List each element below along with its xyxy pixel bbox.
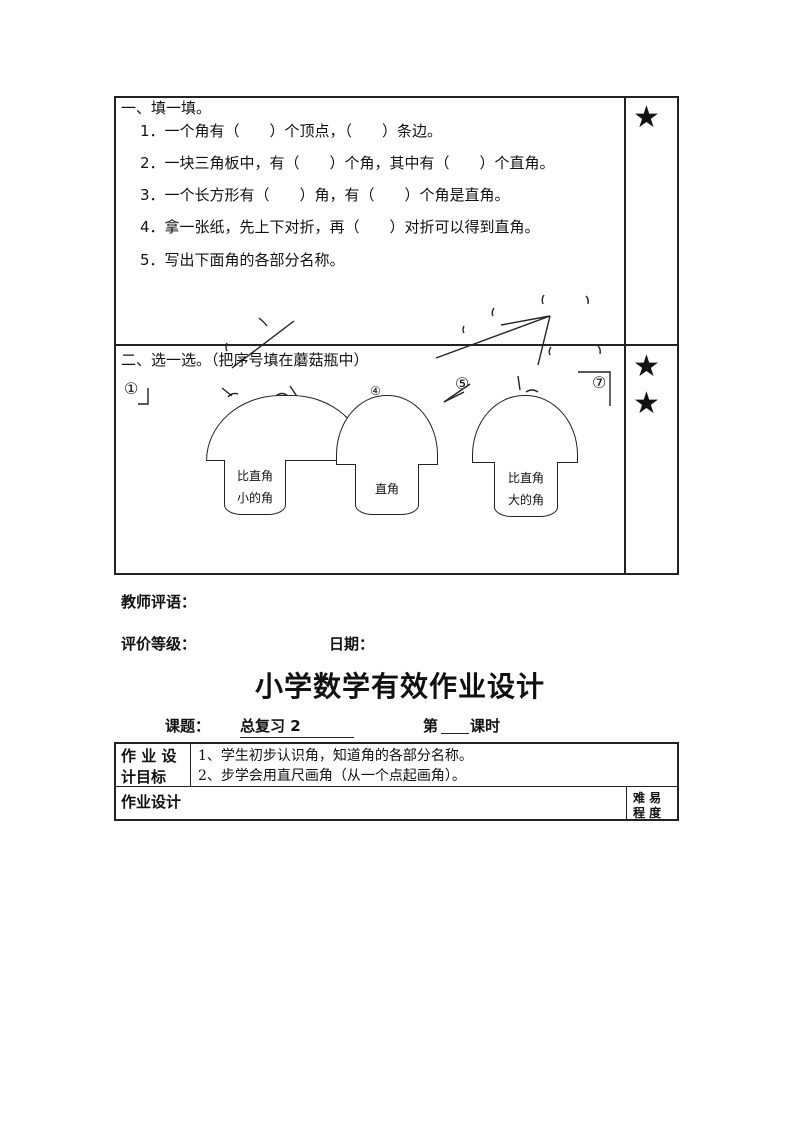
difficulty-star: ★: [633, 386, 660, 421]
mushroom-label-line1: 比直角: [507, 471, 544, 485]
angle-label-4: ④: [370, 384, 381, 398]
mushroom-stem: 比直角 大的角: [494, 462, 558, 517]
question-1: 1．一个角有（ ）个顶点，（ ）条边。: [140, 122, 443, 140]
angle-label-1: ①: [124, 379, 139, 398]
mushroom-stem: 比直角 小的角: [224, 460, 286, 515]
angle-label-5: ⑤: [455, 374, 470, 393]
difficulty-star: ★: [633, 349, 660, 384]
angle-sketches: [138, 371, 611, 406]
question-5: 5．写出下面角的各部分名称。: [140, 251, 345, 269]
grade-label: 评价等级：: [121, 635, 197, 653]
topic-value: 总复习 2: [240, 715, 354, 738]
goal-item-1: 1、学生初步认识角，知道角的各部分名称。: [198, 748, 473, 764]
difficulty-label-line2: 程 度: [633, 806, 662, 820]
mushroom-label-line1: 直角: [374, 482, 399, 496]
lesson-suffix: 课时: [470, 717, 501, 735]
lesson-number-blank: [441, 733, 469, 735]
mushroom-stem: 直角: [355, 464, 419, 515]
goal-label-line2: 计目标: [121, 768, 167, 786]
goal-label-line1: 作 业 设: [121, 747, 177, 765]
section2-heading: 二、选一选。（把序号填在蘑菇瓶中）: [121, 351, 369, 369]
section1-heading: 一、填一填。: [121, 99, 212, 117]
question-3: 3．一个长方形有（ ）角，有（ ）个角是直角。: [140, 186, 510, 204]
date-label: 日期：: [329, 635, 375, 653]
goal-item-2: 2、步学会用直尺画角（从一个点起画角）。: [198, 768, 466, 784]
topic-label: 课题：: [165, 717, 211, 735]
lesson-prefix: 第: [423, 717, 439, 735]
difficulty-label-line1: 难 易: [633, 791, 662, 805]
page-title: 小学数学有效作业设计: [254, 670, 545, 703]
mushroom-label-line1: 比直角: [236, 469, 273, 483]
question-4: 4．拿一张纸，先上下对折，再（ ）对折可以得到直角。: [140, 218, 540, 236]
mushroom-label-line2: 大的角: [507, 493, 544, 507]
question-2: 2．一块三角板中，有（ ）个角，其中有（ ）个直角。: [140, 154, 555, 172]
difficulty-star: ★: [633, 100, 660, 135]
angle-label-7: ⑦: [592, 373, 607, 392]
teacher-comment-label: 教师评语：: [121, 593, 197, 611]
design-label: 作业设计: [121, 793, 182, 811]
mushroom-label-line2: 小的角: [236, 491, 273, 505]
angle-parts-diagram: [225, 294, 601, 369]
